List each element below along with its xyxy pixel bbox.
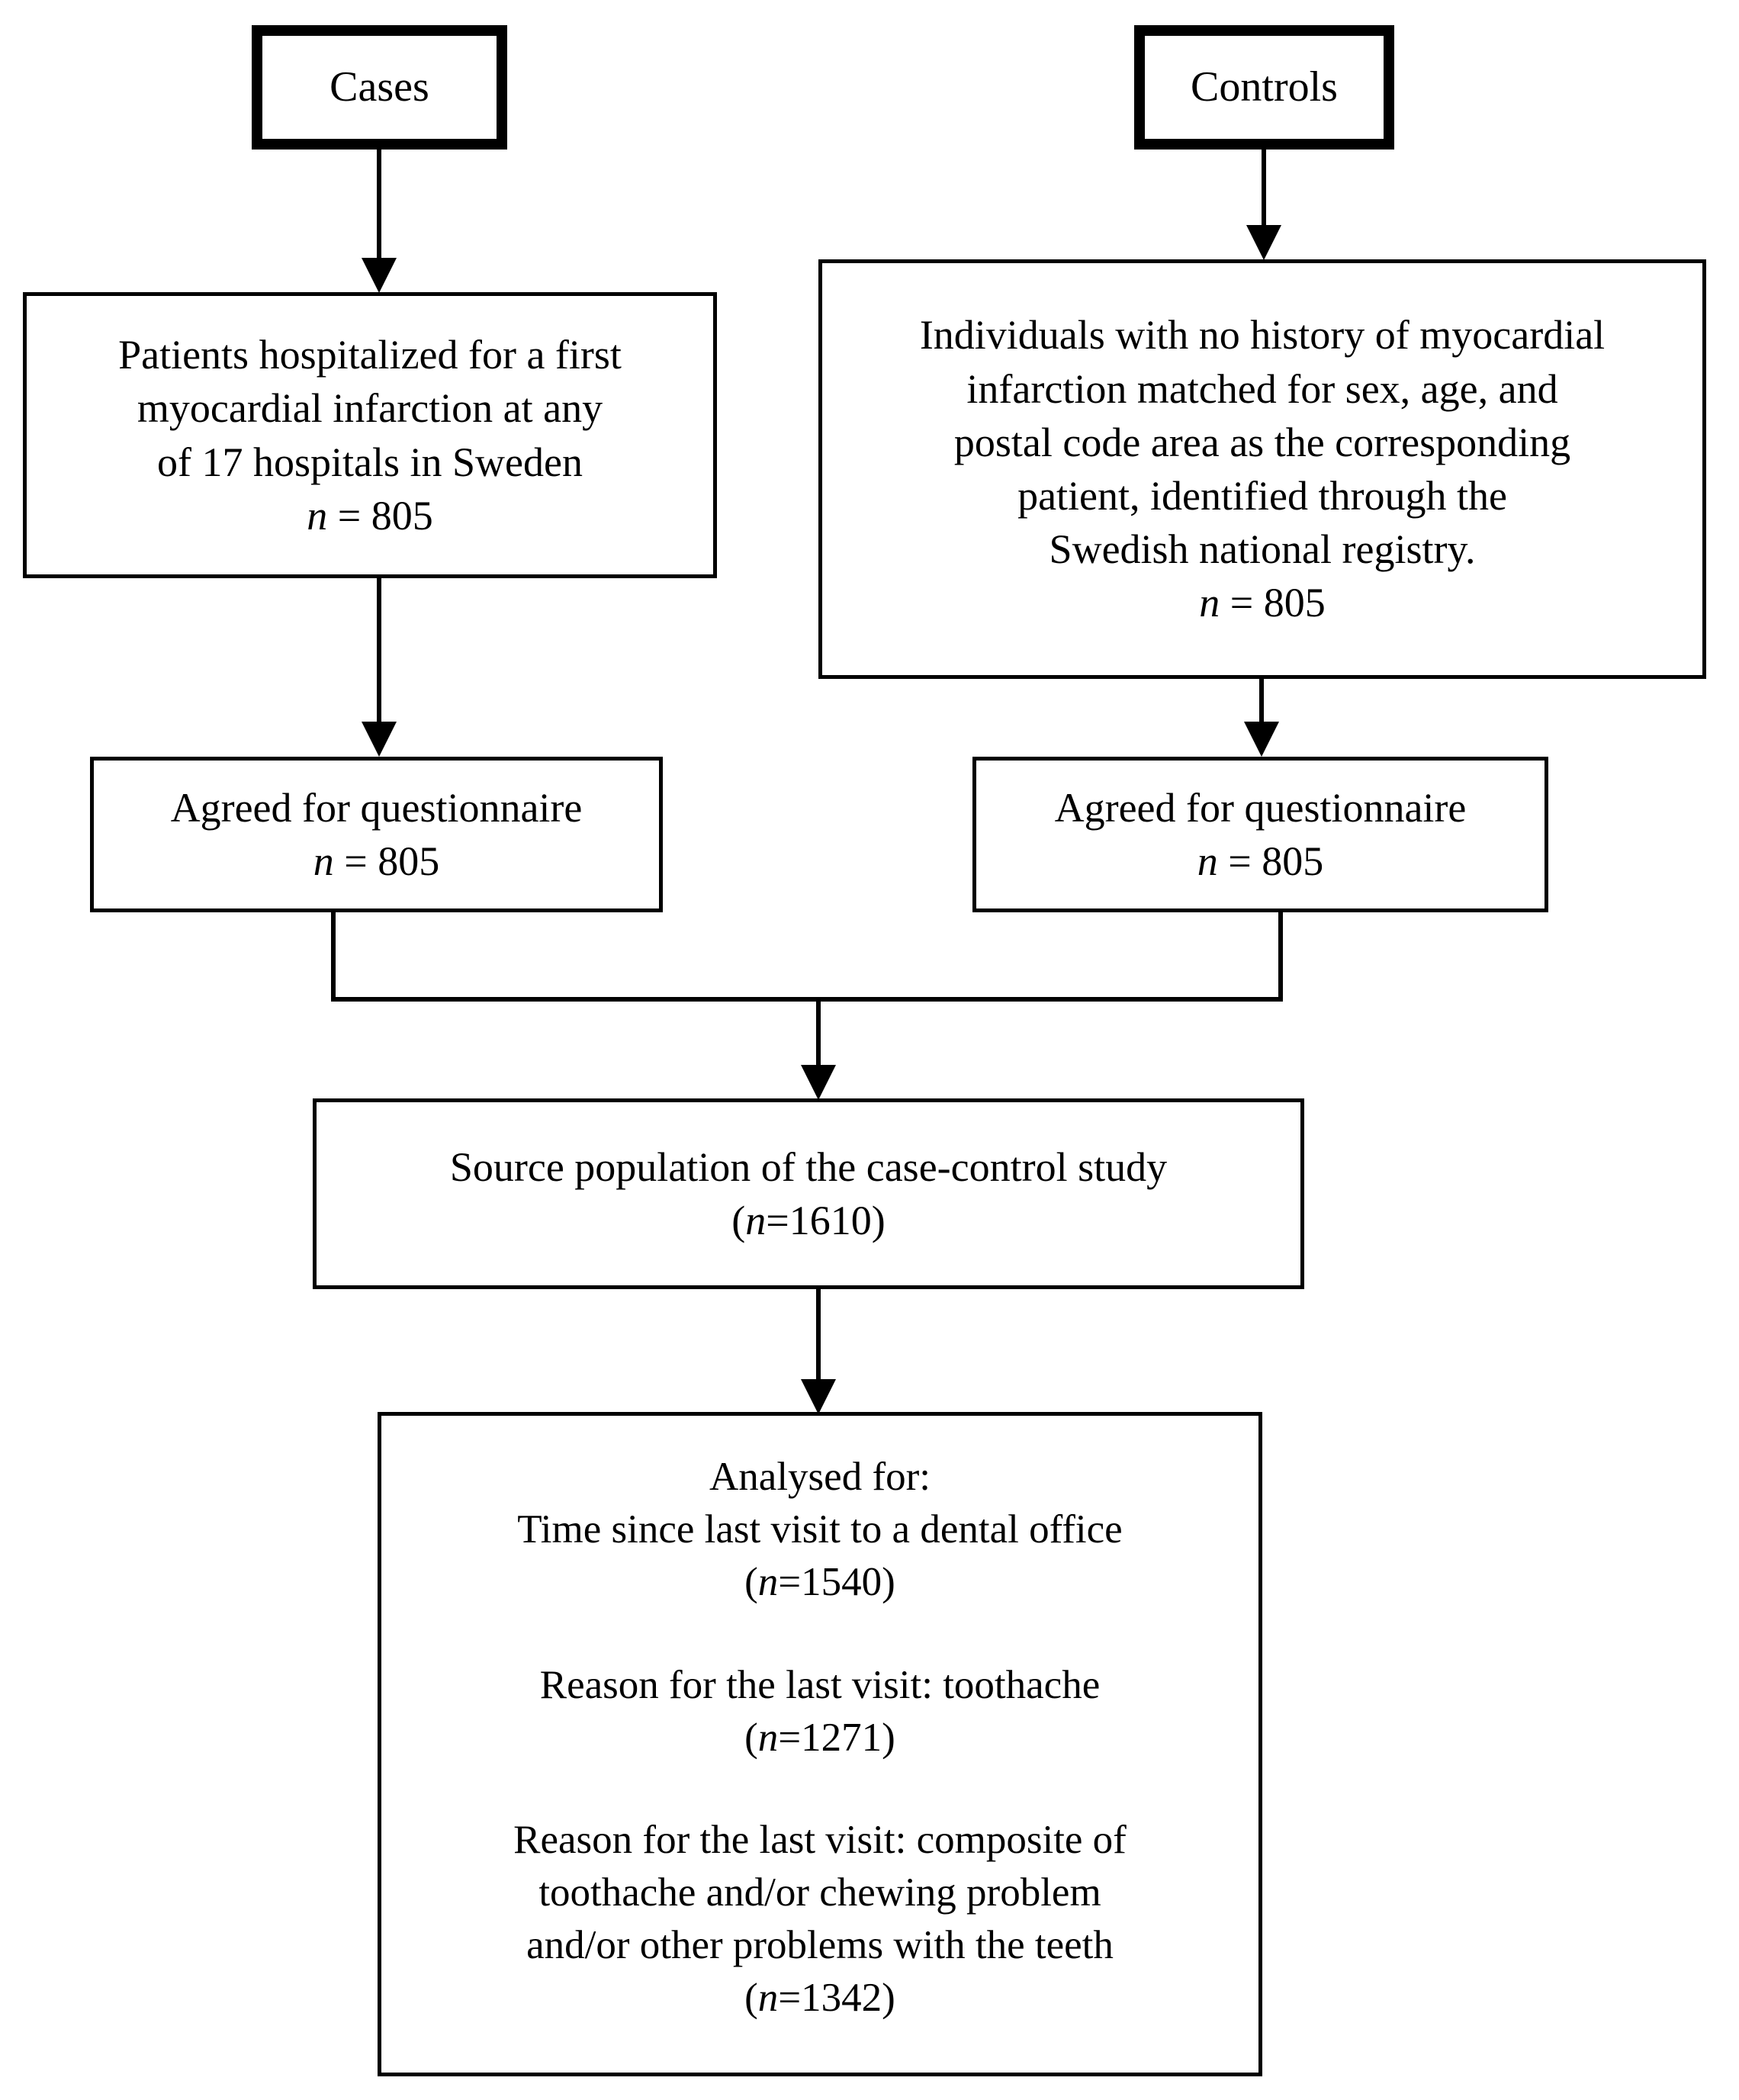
- n-value: =1271): [778, 1715, 895, 1760]
- node-analysed-item1-line1: Time since last visit to a dental office: [517, 1507, 1123, 1552]
- n-symbol: n: [757, 1976, 779, 2021]
- n-value: =1342): [778, 1976, 895, 2021]
- node-cases-source-count: n = 805: [299, 489, 440, 542]
- node-analysed-item3-count: (n=1342): [737, 1972, 903, 2024]
- node-cases-agreed-count: n = 805: [306, 835, 447, 888]
- connector-merge-horizontal: [331, 997, 1283, 1002]
- connector-controls-source-to-agreed: [1259, 679, 1264, 722]
- spacer-2: [807, 1764, 832, 1814]
- node-analysed-item3-line1: Reason for the last visit: composite of: [513, 1818, 1127, 1863]
- spacer-1: [807, 1609, 832, 1659]
- node-controls-source-line3: postal code area as the corresponding: [953, 419, 1571, 465]
- node-cases-source-line3: of 17 hospitals in Sweden: [157, 439, 583, 485]
- node-controls-source: Individuals with no history of myocardia…: [818, 259, 1706, 679]
- connector-cases-to-source: [377, 150, 381, 258]
- node-controls-source-line2: infarction matched for sex, age, and: [966, 365, 1558, 412]
- node-analysed-item1-count: (n=1540): [737, 1556, 903, 1609]
- node-source-population-count: (n=1610): [724, 1194, 892, 1247]
- n-symbol: n: [313, 838, 334, 884]
- connector-source-population-to-analysed: [816, 1289, 821, 1379]
- n-symbol: n: [757, 1559, 779, 1604]
- n-value: =1610): [766, 1198, 886, 1243]
- arrowhead-merge-to-source-population: [801, 1065, 836, 1100]
- node-analysed-item3-line3: and/or other problems with the teeth: [526, 1923, 1114, 1968]
- arrowhead-controls-source-to-agreed: [1244, 722, 1279, 757]
- node-cases: Cases: [252, 25, 507, 150]
- node-controls-source-line4: patient, identified through the: [1017, 473, 1507, 519]
- connector-merge-to-source-population: [816, 997, 821, 1065]
- node-analysed-item2-line1: Reason for the last visit: toothache: [539, 1662, 1101, 1707]
- paren-open: (: [744, 1976, 758, 2021]
- n-value: = 805: [333, 838, 440, 884]
- node-cases-agreed: Agreed for questionnaire n = 805: [90, 757, 663, 912]
- arrowhead-controls-to-source: [1246, 225, 1281, 260]
- n-value: =1540): [778, 1559, 895, 1604]
- paren-open: (: [744, 1715, 758, 1760]
- node-source-population: Source population of the case-control st…: [313, 1098, 1304, 1289]
- paren-open: (: [731, 1198, 746, 1243]
- node-controls-agreed-line1: Agreed for questionnaire: [1054, 784, 1467, 831]
- paren-open: (: [744, 1559, 758, 1604]
- node-analysed-item2-count: (n=1271): [737, 1712, 903, 1764]
- n-symbol: n: [757, 1715, 779, 1760]
- n-symbol: n: [307, 492, 328, 539]
- node-controls-source-line1: Individuals with no history of myocardia…: [919, 312, 1606, 359]
- node-controls-label: Controls: [1191, 63, 1338, 111]
- node-analysed: Analysed for: Time since last visit to a…: [378, 1412, 1262, 2076]
- arrowhead-cases-to-source: [362, 258, 397, 293]
- node-analysed-item3-line2: toothache and/or chewing problem: [538, 1870, 1101, 1915]
- connector-controls-agreed-down: [1278, 912, 1283, 1002]
- connector-controls-to-source: [1262, 150, 1266, 225]
- node-controls-agreed-count: n = 805: [1190, 835, 1331, 888]
- connector-cases-source-to-agreed: [377, 578, 381, 722]
- node-cases-source-line2: myocardial infarction at any: [137, 385, 603, 432]
- node-cases-source: Patients hospitalized for a first myocar…: [23, 292, 717, 578]
- arrowhead-source-population-to-analysed: [801, 1379, 836, 1414]
- arrowhead-cases-source-to-agreed: [362, 722, 397, 757]
- node-analysed-heading: Analysed for:: [709, 1455, 931, 1499]
- node-controls-source-count: n = 805: [1191, 576, 1332, 629]
- connector-cases-agreed-down: [331, 912, 336, 1002]
- n-symbol: n: [745, 1198, 767, 1243]
- node-source-population-line1: Source population of the case-control st…: [449, 1143, 1168, 1190]
- node-cases-agreed-line1: Agreed for questionnaire: [170, 784, 583, 831]
- node-controls-agreed: Agreed for questionnaire n = 805: [972, 757, 1548, 912]
- n-symbol: n: [1197, 838, 1218, 884]
- node-cases-source-line1: Patients hospitalized for a first: [118, 332, 622, 378]
- node-controls: Controls: [1134, 25, 1394, 150]
- n-value: = 805: [1220, 580, 1326, 626]
- n-value: = 805: [1217, 838, 1324, 884]
- n-value: = 805: [327, 492, 433, 539]
- n-symbol: n: [1199, 580, 1220, 626]
- node-cases-label: Cases: [329, 63, 429, 111]
- node-controls-source-line5: Swedish national registry.: [1049, 526, 1476, 573]
